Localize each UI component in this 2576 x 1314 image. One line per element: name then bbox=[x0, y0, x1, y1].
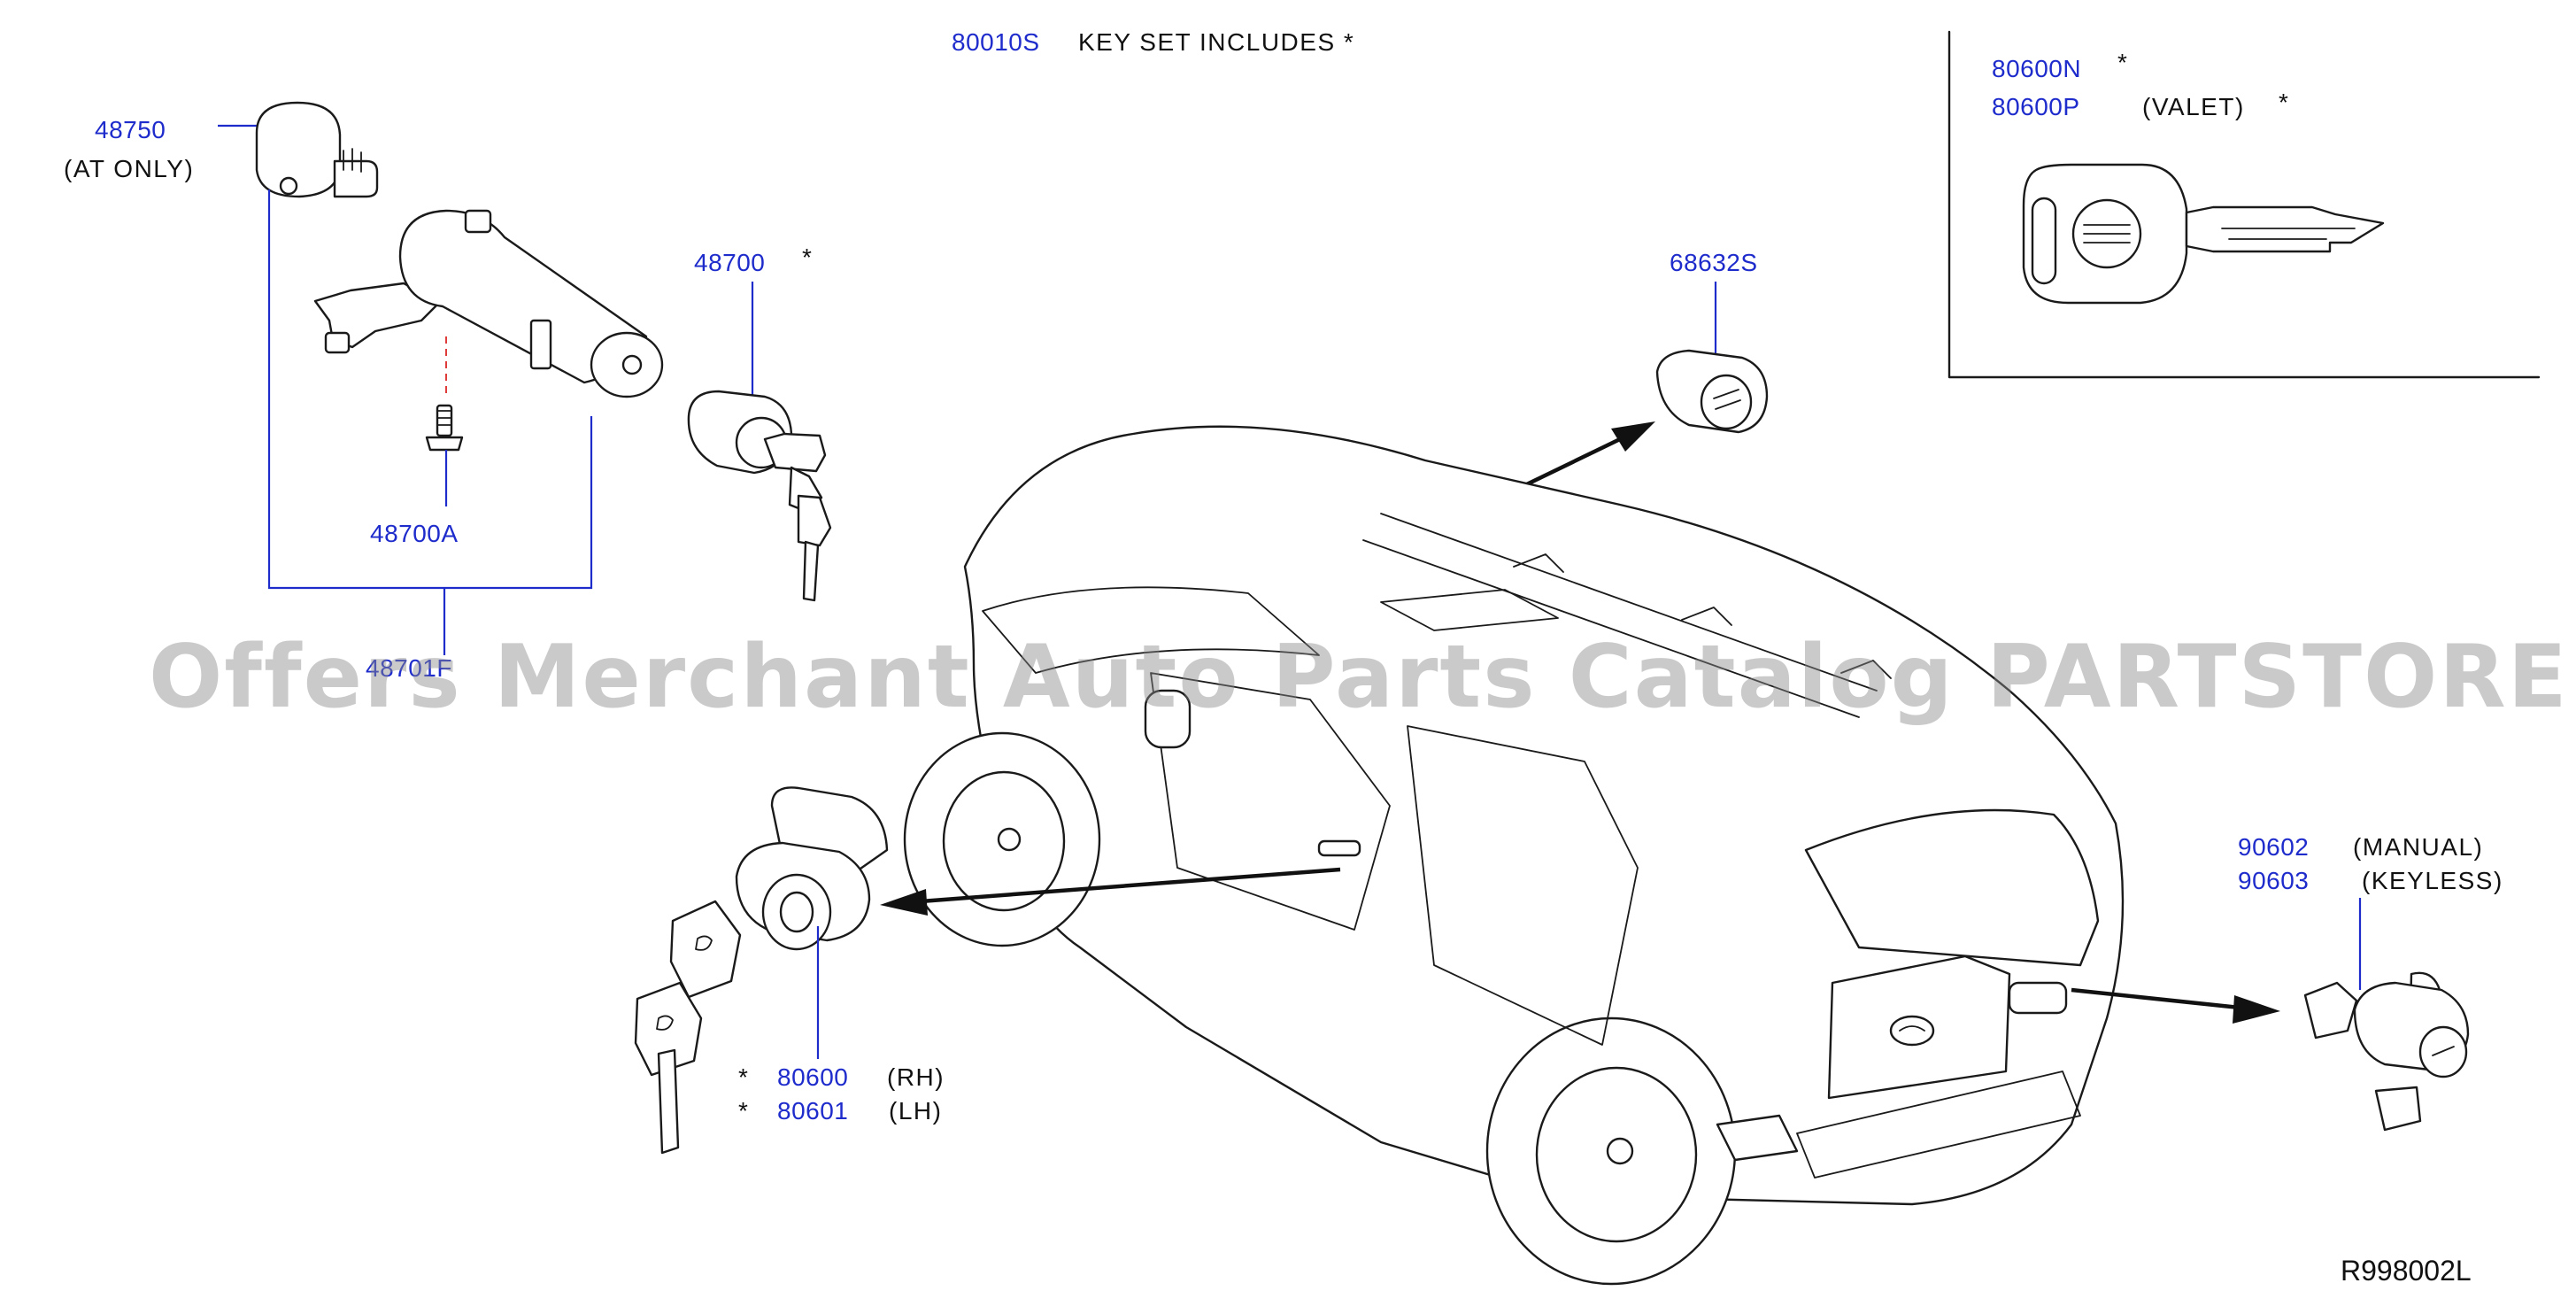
kit-part-number[interactable]: 80010S bbox=[952, 28, 1040, 56]
inset-key-box: 80600N * 80600P (VALET) * bbox=[1947, 30, 2541, 379]
part-number-68632S[interactable]: 68632S bbox=[1670, 249, 1758, 276]
inset-part-80600P[interactable]: 80600P bbox=[1992, 93, 2080, 120]
part-note-80600: (RH) bbox=[887, 1063, 945, 1091]
ignition-cylinder-icon bbox=[687, 390, 832, 602]
part-note-90603: (KEYLESS) bbox=[2362, 867, 2503, 894]
part-number-48701F[interactable]: 48701F bbox=[366, 654, 452, 682]
part-number-80601[interactable]: 80601 bbox=[777, 1097, 848, 1125]
part-number-90602[interactable]: 90602 bbox=[2238, 833, 2309, 861]
inset-note-80600P: (VALET) bbox=[2142, 93, 2245, 120]
part-note-48750: (AT ONLY) bbox=[64, 155, 194, 182]
ignition-lock-housing-icon bbox=[313, 209, 664, 398]
inset-part-80600N[interactable]: 80600N bbox=[1992, 55, 2081, 82]
part-note-48700: * bbox=[802, 243, 813, 271]
back-door-lock-icon bbox=[2303, 971, 2470, 1132]
part-number-48700[interactable]: 48700 bbox=[694, 249, 765, 276]
part-number-48750[interactable]: 48750 bbox=[95, 116, 166, 143]
valet-key-icon bbox=[2022, 163, 2385, 305]
prefix-80600: * bbox=[738, 1063, 749, 1091]
door-lock-cylinder-icon bbox=[634, 786, 889, 1155]
part-number-90603[interactable]: 90603 bbox=[2238, 867, 2309, 894]
fuel-lid-lock-icon bbox=[1655, 349, 1769, 434]
bolt-icon bbox=[425, 404, 464, 452]
inset-suffix-80600P: * bbox=[2279, 89, 2289, 116]
part-number-80600[interactable]: 80600 bbox=[777, 1063, 848, 1091]
diagram-reference: R998002L bbox=[2341, 1255, 2472, 1287]
kit-note: KEY SET INCLUDES * bbox=[1078, 28, 1354, 56]
part-note-90602: (MANUAL) bbox=[2353, 833, 2483, 861]
inhibitor-switch-icon bbox=[255, 101, 379, 198]
arrow-door-lock bbox=[920, 867, 1341, 904]
prefix-80601: * bbox=[738, 1097, 749, 1125]
inset-note-80600N: * bbox=[2117, 49, 2128, 76]
watermark: Offers Merchant Auto Parts Catalog PARTS… bbox=[149, 627, 2576, 728]
vehicle-illustration bbox=[903, 425, 2125, 1286]
part-number-48700A[interactable]: 48700A bbox=[370, 520, 459, 547]
part-note-80601: (LH) bbox=[889, 1097, 942, 1125]
arrow-back-door-lock bbox=[2071, 987, 2241, 1010]
